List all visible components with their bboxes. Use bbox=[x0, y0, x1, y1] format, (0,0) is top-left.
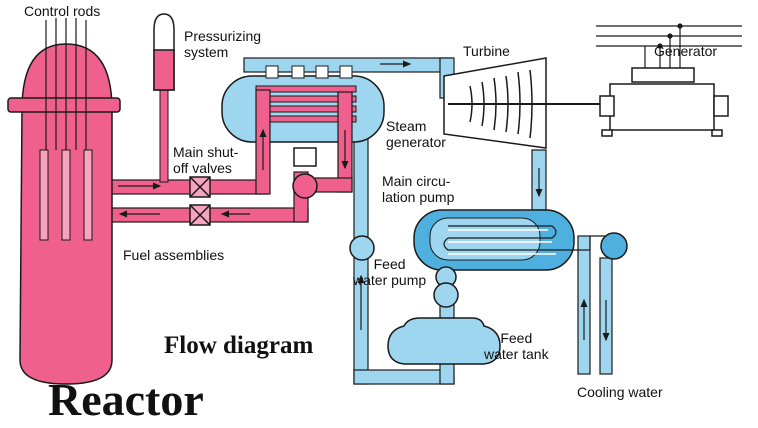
main-shutoff-valves-label: Main shut- off valves bbox=[173, 144, 239, 176]
feed-water-tank bbox=[387, 317, 501, 365]
feed-water-pump-label: Feed water pump bbox=[353, 256, 427, 288]
reactor-vessel bbox=[7, 18, 121, 385]
steam-generator-label: Steam generator bbox=[386, 118, 446, 150]
turbine-label: Turbine bbox=[463, 43, 510, 59]
feed-water-tank-label: Feed water tank bbox=[484, 330, 549, 362]
main-circulation-pump-label: Main circu- lation pump bbox=[382, 173, 455, 205]
cooling-water-pump bbox=[600, 232, 628, 260]
control-rods-label: Control rods bbox=[24, 3, 101, 19]
condenser bbox=[413, 209, 610, 271]
control-rods bbox=[45, 18, 87, 150]
fuel-assemblies bbox=[39, 149, 93, 241]
generator bbox=[599, 67, 729, 137]
generator-label: Generator bbox=[654, 43, 718, 59]
cooling-water-label: Cooling water bbox=[577, 384, 663, 400]
steam-generator bbox=[221, 65, 385, 143]
flow-diagram-title: Flow diagram bbox=[164, 332, 314, 359]
turbine bbox=[443, 57, 600, 149]
pressurizing-system-label: Pressurizing system bbox=[184, 28, 262, 60]
reactor-title: Reactor bbox=[48, 374, 204, 425]
secondary-loop-pipes bbox=[243, 57, 613, 385]
pressurizer bbox=[153, 13, 175, 183]
main-shutoff-valves bbox=[189, 176, 211, 226]
main-circulation-pump bbox=[292, 147, 318, 199]
feed-water-pump bbox=[349, 235, 375, 261]
fuel-assemblies-label: Fuel assemblies bbox=[123, 247, 225, 263]
flow-arrows bbox=[118, 60, 610, 342]
condensate-pumps bbox=[433, 266, 459, 308]
power-lines bbox=[596, 23, 742, 68]
